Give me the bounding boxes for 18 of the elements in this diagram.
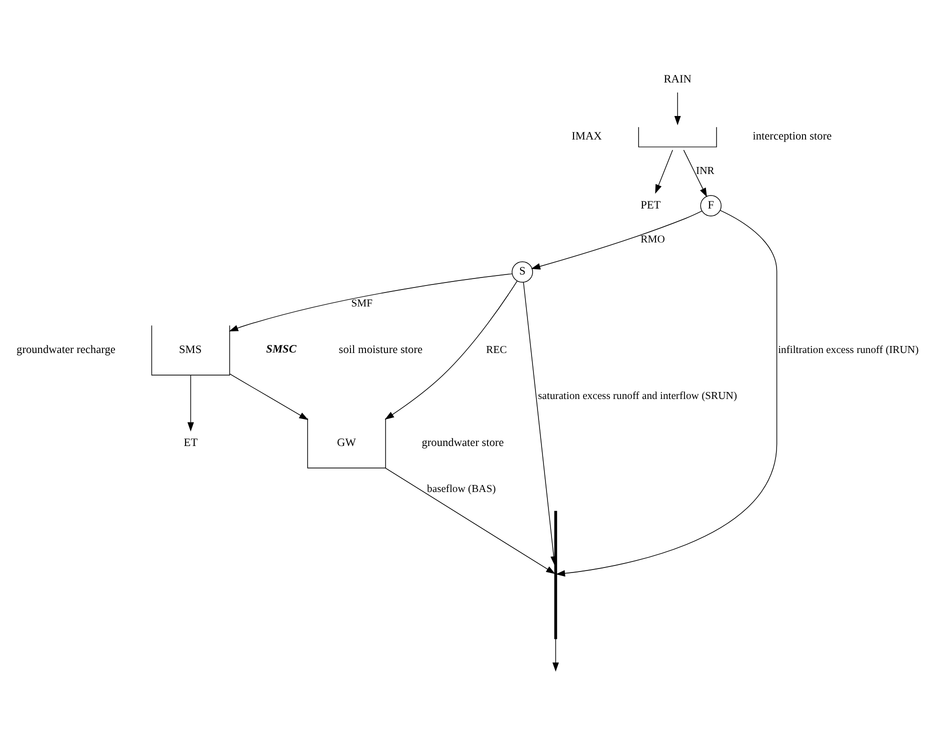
edge-label: REC <box>486 344 507 356</box>
label: groundwater recharge <box>16 344 116 356</box>
edge-label: RMO <box>640 234 665 246</box>
node-label: groundwater store <box>422 436 504 448</box>
edge-label: INR <box>696 165 714 176</box>
node-text: GW <box>337 436 356 448</box>
node-label: interception store <box>752 130 832 142</box>
edge-label: baseflow (BAS) <box>427 484 496 495</box>
edge-label: saturation excess runoff and interflow (SRUN) <box>538 390 738 402</box>
node-text: PET <box>640 198 661 211</box>
node-text: ET <box>184 436 198 448</box>
edge-label: SMF <box>351 298 372 309</box>
node-label: IMAX <box>572 130 602 142</box>
edge-label: infiltration excess runoff (IRUN) <box>778 344 919 356</box>
node-text: SMS <box>179 344 202 356</box>
node-label: soil moisture store <box>338 344 423 356</box>
node-text: RAIN <box>664 72 692 85</box>
node-label: SMSC <box>266 342 296 355</box>
